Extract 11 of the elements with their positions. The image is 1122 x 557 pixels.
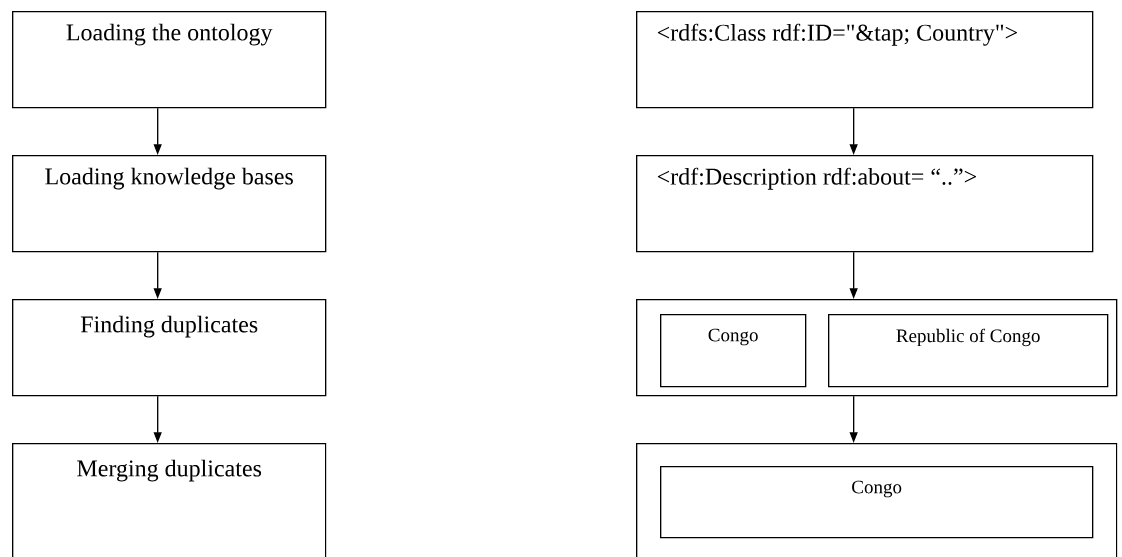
item-box: Congo [660, 314, 807, 388]
code-box: <rdf:Description rdf:about= “..”> [636, 155, 1094, 253]
item-box: Congo [660, 466, 1094, 539]
process-box: Finding duplicates [12, 299, 327, 397]
code-box: <rdfs:Class rdf:ID="&tap; Country"> [636, 11, 1094, 109]
process-box: Loading the ontology [12, 11, 327, 109]
process-box: Loading knowledge bases [12, 155, 327, 253]
container-box [636, 299, 1118, 397]
item-box: Republic of Congo [828, 314, 1109, 388]
container-box [636, 443, 1118, 557]
process-box: Merging duplicates [12, 443, 327, 557]
